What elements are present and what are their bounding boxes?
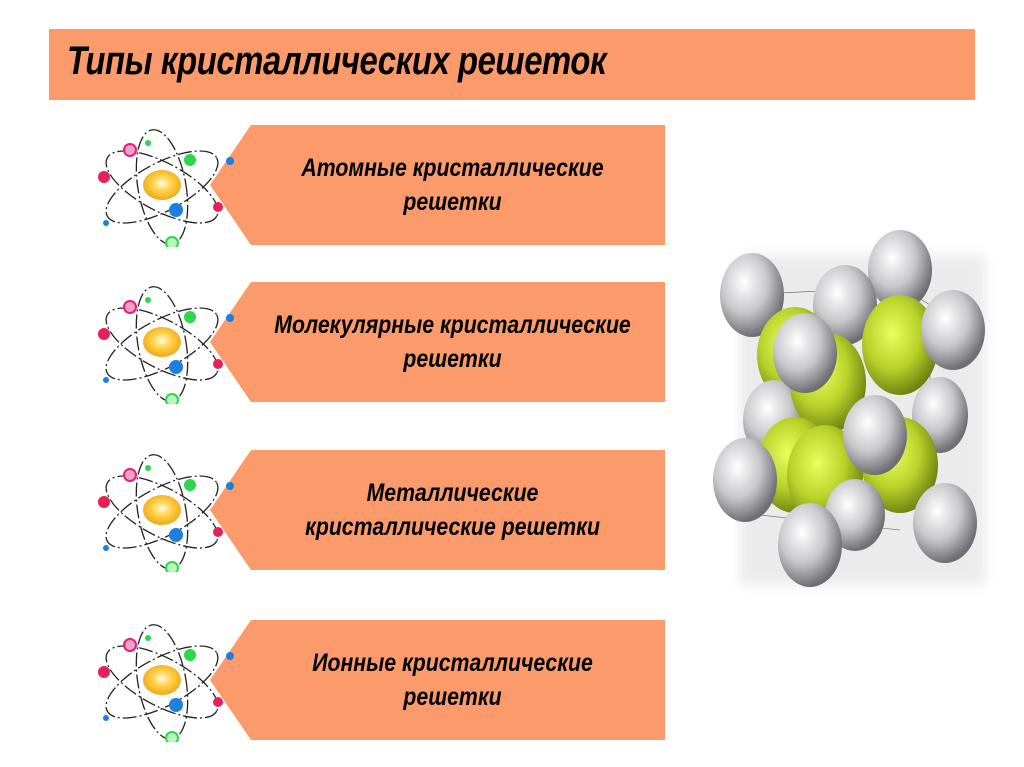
atom-icon	[90, 450, 240, 572]
list-item-metallic: Металлические кристаллические решетки	[90, 450, 670, 572]
crystal-lattice-image	[713, 230, 985, 587]
banner-shape	[210, 620, 665, 740]
list-item-molecular: Молекулярные кристаллические решетки	[90, 282, 670, 404]
item-label: Ионные кристаллические решетки	[312, 649, 593, 711]
item-label: Атомные кристаллические решетки	[301, 154, 604, 216]
banner-shape	[210, 282, 665, 402]
item-label: Металлические кристаллические решетки	[305, 479, 600, 541]
banner-shape	[210, 125, 665, 245]
atom-icon	[90, 620, 240, 742]
banner-shape	[210, 450, 665, 570]
title-bar: Типы кристаллических решеток	[49, 29, 975, 100]
list-item-ionic: Ионные кристаллические решетки	[90, 620, 670, 742]
atom-icon	[90, 125, 240, 247]
page-title: Типы кристаллических решеток	[67, 39, 607, 83]
item-label: Молекулярные кристаллические решетки	[274, 311, 631, 373]
list-item-atomic: Атомные кристаллические решетки	[90, 125, 670, 247]
atom-icon	[90, 282, 240, 404]
